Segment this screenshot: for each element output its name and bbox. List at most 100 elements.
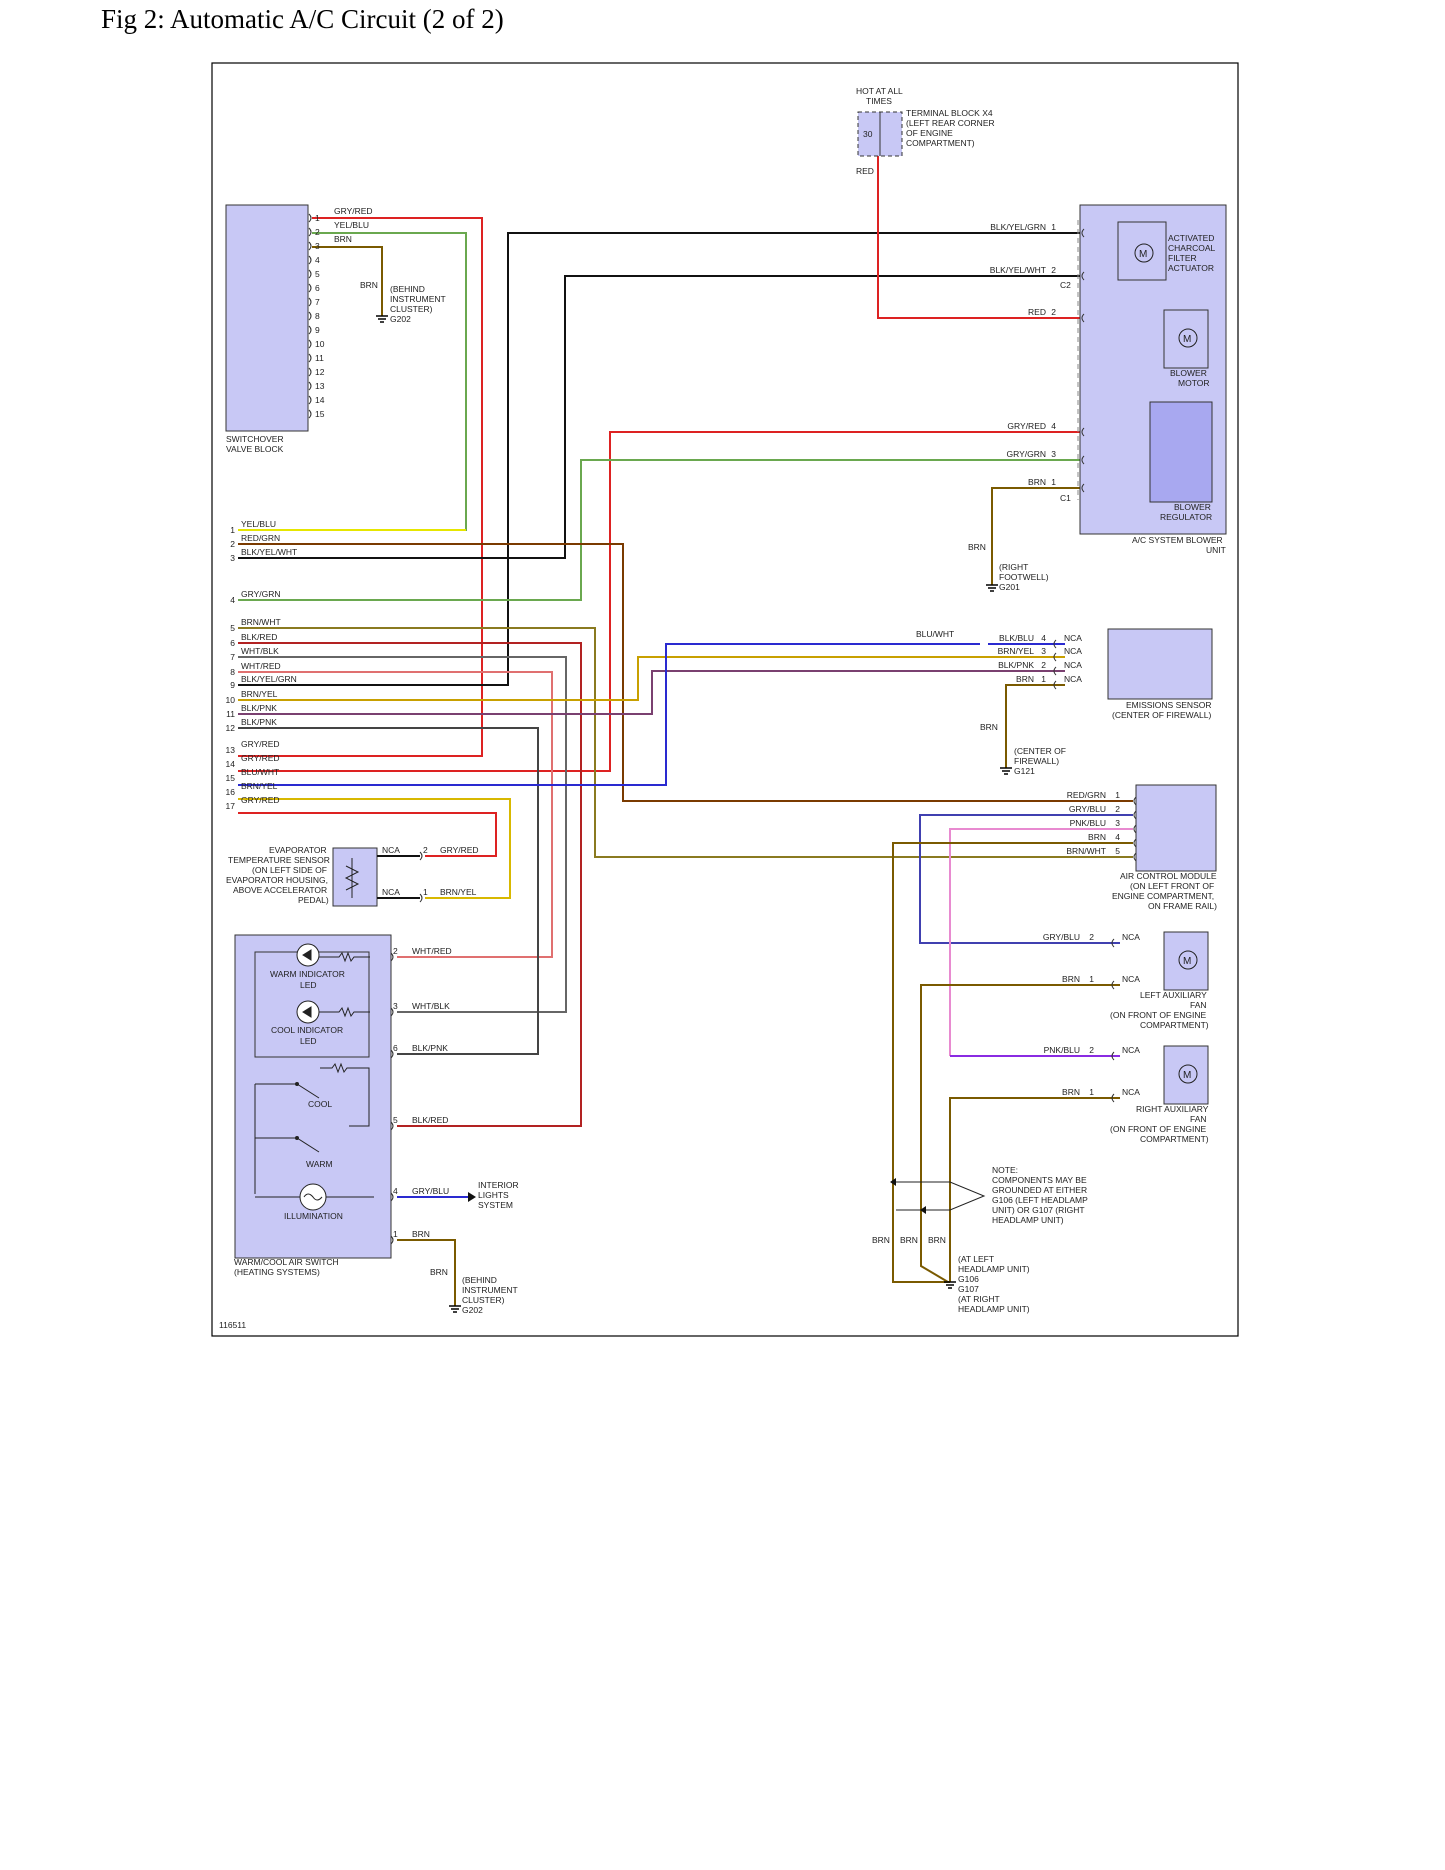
wire-brn-left-fan [920, 984, 1120, 1283]
left-fan-box [1163, 931, 1209, 991]
connector-pin-icon [308, 367, 312, 377]
main-connector-wire-label: RED/GRN [241, 533, 280, 543]
main-connector-wire-label: BLK/YEL/GRN [241, 674, 297, 684]
connector-pin-icon [1133, 852, 1137, 862]
connector-pin-icon [1111, 980, 1115, 990]
note-line-5: UNIT) OR G107 (RIGHT [992, 1205, 1085, 1215]
air-control-box [1135, 784, 1217, 872]
cool-label: COOL [308, 1099, 332, 1109]
left-fan-motor-letter: M [1183, 956, 1191, 967]
connector-pin-icon [308, 381, 312, 391]
blower-pin-number: 2 [1051, 307, 1056, 317]
switch-wire-label: BRN [412, 1229, 430, 1239]
connector-pin-icon [1081, 228, 1085, 238]
wire-blk-pnk-switch [238, 727, 539, 1055]
emissions-label-1: EMISSIONS SENSOR [1126, 700, 1212, 710]
main-connector-wire-label: BRN/YEL [241, 689, 278, 699]
connector-pin-icon [308, 297, 312, 307]
connector-pin-icon [308, 213, 312, 223]
note-line-4: G106 (LEFT HEADLAMP [992, 1195, 1088, 1205]
emissions-input-wire: BLU/WHT [916, 629, 954, 639]
connector-pin-icon [1133, 796, 1137, 806]
evap-pin-number: 2 [423, 845, 428, 855]
switch-wire-label: BLK/PNK [412, 1043, 448, 1053]
evap-label-6: PEDAL) [298, 895, 329, 905]
emissions-wire-label: BLK/BLU [999, 633, 1034, 643]
switch-pin-number: 3 [393, 1001, 398, 1011]
hot-label-1: HOT AT ALL [856, 86, 903, 96]
wire-pnk-blu [949, 828, 1133, 1056]
connector-pin-icon [390, 952, 394, 962]
switch-pin-number: 1 [393, 1229, 398, 1239]
wire-wht-red [238, 671, 553, 958]
warm-led-label-2: LED [300, 980, 317, 990]
wire-blk-pnk-emissions [238, 670, 1065, 715]
main-connector-pin: 16 [226, 787, 236, 797]
right-fan-label-3: (ON FRONT OF ENGINE [1110, 1124, 1207, 1134]
emissions-pin-number: 4 [1041, 633, 1046, 643]
ac-blower-unit: M ACTIVATED CHARCOAL FILTER ACTUATOR M B… [968, 204, 1227, 592]
blower-unit-label-2: UNIT [1206, 545, 1226, 555]
blower-wire-label: BLK/YEL/WHT [990, 265, 1046, 275]
blower-pin-number: 4 [1051, 421, 1056, 431]
switch-label-1: WARM/COOL AIR SWITCH [234, 1257, 339, 1267]
terminal-label-2: (LEFT REAR CORNER [906, 118, 995, 128]
emissions-pin-number: 1 [1041, 674, 1046, 684]
wire-wht-blk [238, 656, 567, 1013]
switchover-label-1: SWITCHOVER [226, 434, 284, 444]
main-connector-pin: 8 [230, 667, 235, 677]
blower-ground-label-2: FOOTWELL) [999, 572, 1049, 582]
evap-label-2: TEMPERATURE SENSOR [228, 855, 330, 865]
connector-pin-icon [390, 1192, 394, 1202]
headlamp-label-bottom-1: (AT RIGHT [958, 1294, 1000, 1304]
ground-icon [449, 1305, 461, 1313]
connector-pin-icon [308, 283, 312, 293]
emissions-nca-label: NCA [1064, 674, 1082, 684]
interior-label-2: LIGHTS [478, 1190, 509, 1200]
blower-ground-id: G201 [999, 582, 1020, 592]
right-fan-motor-letter: M [1183, 1070, 1191, 1081]
switchover-pin-number: 4 [315, 255, 320, 265]
blower-regulator-box [1149, 401, 1213, 503]
blower-pin-number: 3 [1051, 449, 1056, 459]
connector-pin-icon [1081, 483, 1085, 493]
main-connector-wire-label: GRY/RED [241, 739, 280, 749]
switch-pin-number: 6 [393, 1043, 398, 1053]
connector-pin-icon [419, 851, 423, 861]
terminal-label-4: COMPARTMENT) [906, 138, 975, 148]
switchover-pin-number: 8 [315, 311, 320, 321]
connector-pin-icon [419, 893, 423, 903]
evap-wire-label: GRY/RED [440, 845, 479, 855]
headlamp-label-top-1: (AT LEFT [958, 1254, 994, 1264]
main-connector-pin: 6 [230, 638, 235, 648]
emissions-sensor-box [1107, 628, 1213, 700]
fan-wire-label: GRY/BLU [1043, 932, 1080, 942]
main-connector-pin: 13 [226, 745, 236, 755]
emissions-nca-label: NCA [1064, 660, 1082, 670]
actuator-label-3: FILTER [1168, 253, 1197, 263]
main-connector-pin: 1 [230, 525, 235, 535]
air-control-pin-number: 4 [1115, 832, 1120, 842]
air-control-pin-number: 5 [1115, 846, 1120, 856]
interior-label-1: INTERIOR [478, 1180, 519, 1190]
fan-pin-number: 2 [1089, 1045, 1094, 1055]
air-control-wire-label: PNK/BLU [1070, 818, 1106, 828]
switchover-pin-number: 11 [315, 353, 324, 363]
air-control-label-4: ON FRAME RAIL) [1148, 901, 1217, 911]
air-control-label-1: AIR CONTROL MODULE [1120, 871, 1217, 881]
fan-nca-label: NCA [1122, 1045, 1140, 1055]
fan-pin-number: 1 [1089, 1087, 1094, 1097]
headlamp-g107: G107 [958, 1284, 979, 1294]
emissions-wire-label: BRN [1016, 674, 1034, 684]
air-control-wire-label: BRN/WHT [1066, 846, 1106, 856]
thermistor-icon [344, 858, 360, 898]
wire-brn-right-fan [949, 1097, 1120, 1282]
air-control-pin-number: 3 [1115, 818, 1120, 828]
fan-wire-label: BRN [1062, 1087, 1080, 1097]
evap-nca-label: NCA [382, 845, 400, 855]
